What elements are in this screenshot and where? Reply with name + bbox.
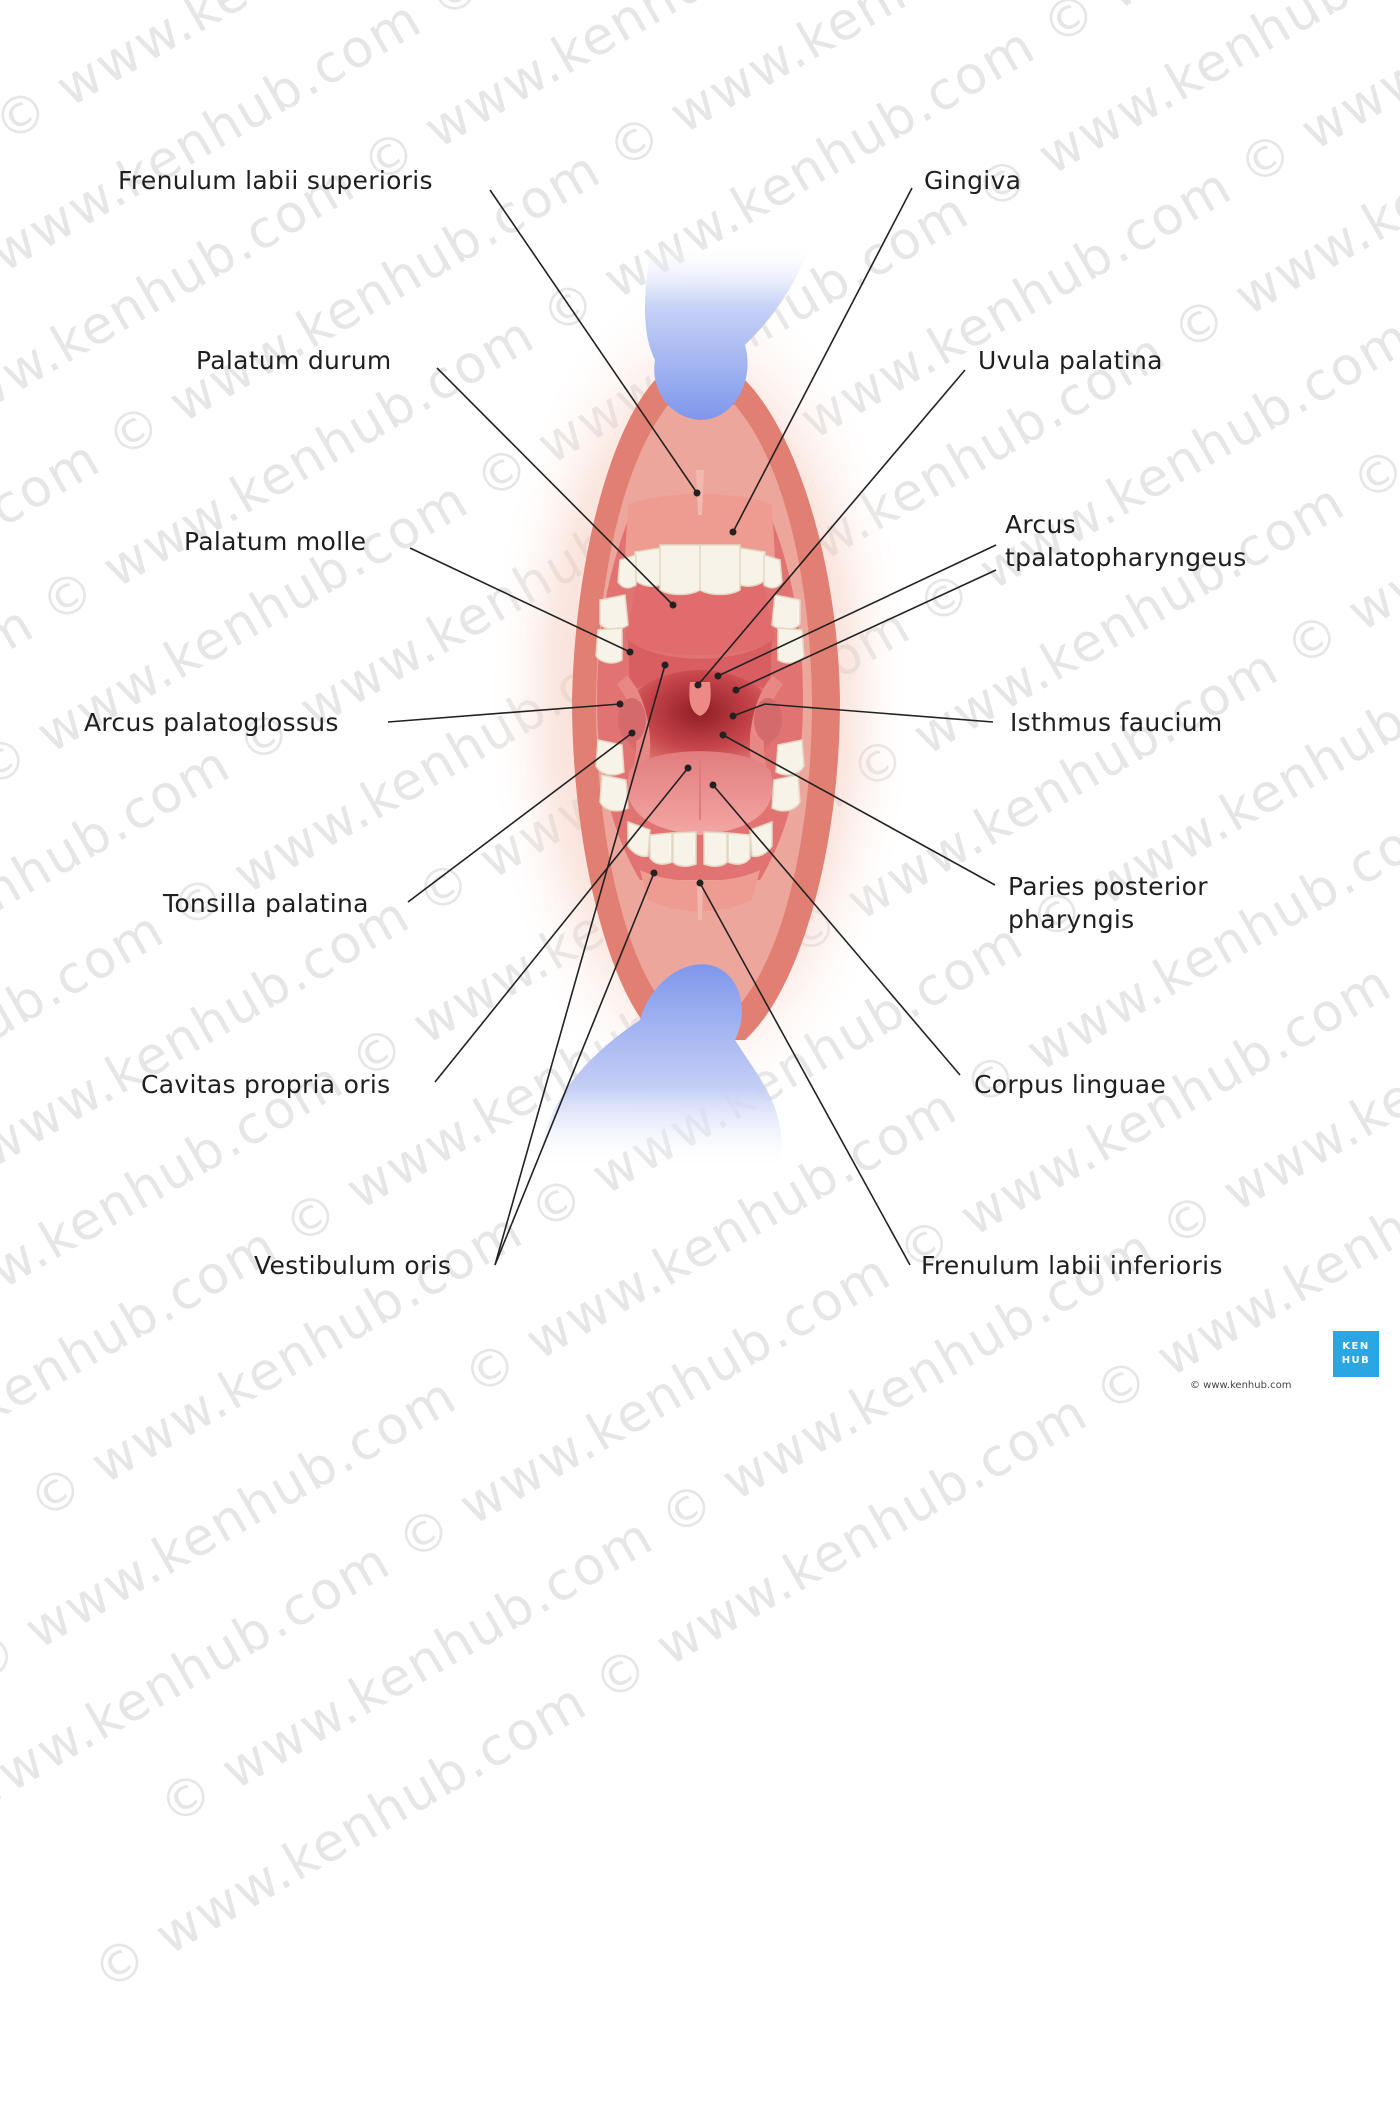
leader-corpus — [712, 784, 961, 1076]
leader-gingiva — [732, 187, 913, 533]
label-gingiva: Gingiva — [924, 166, 1022, 195]
uvula — [689, 682, 711, 716]
copyright-credit: © www.kenhub.com — [1190, 1380, 1292, 1391]
label-palatum-molle: Palatum molle — [184, 527, 367, 556]
leader-arcus-pp-2 — [735, 569, 997, 691]
upper-gingiva — [625, 493, 775, 560]
oral-cavity-illustration — [387, 187, 997, 1266]
label-cavitas-propria-oris: Cavitas propria oris — [141, 1070, 391, 1099]
label-paries-line2: pharyngis — [1008, 905, 1135, 934]
leader-isthmus-1 — [764, 703, 994, 723]
glove-bottom — [540, 964, 782, 1170]
throat — [622, 670, 778, 774]
label-arcus-line2: tpalatopharyngeus — [1005, 543, 1247, 572]
label-isthmus-faucium: Isthmus faucium — [1010, 708, 1223, 737]
label-uvula-palatina: Uvula palatina — [978, 346, 1163, 375]
leader-vestibulum-2 — [494, 872, 655, 1266]
leader-palatum-molle — [409, 547, 631, 653]
tonsil-left — [618, 698, 646, 742]
kenhub-logo: KEN HUB — [1333, 1331, 1379, 1377]
leader-uvula — [697, 369, 966, 686]
label-corpus-linguae: Corpus linguae — [974, 1070, 1167, 1099]
leader-dots — [616, 489, 740, 887]
tonsil-right — [754, 698, 782, 742]
leader-cavitas — [434, 767, 689, 1083]
label-palatum-durum: Palatum durum — [196, 346, 392, 375]
logo-line1: KEN — [1342, 1341, 1370, 1352]
leader-paries — [722, 734, 996, 886]
leader-isthmus-2 — [732, 703, 766, 717]
leader-frenulum-sup — [489, 189, 698, 494]
label-arcus-line1: Arcus — [1005, 510, 1076, 539]
leader-palatum-durum — [436, 367, 674, 606]
leader-vestibulum-1 — [494, 664, 666, 1266]
leader-frenulum-inf — [699, 882, 911, 1266]
label-frenulum-labii-inferioris: Frenulum labii inferioris — [921, 1251, 1223, 1280]
leader-tonsilla — [407, 732, 633, 903]
label-frenulum-labii-superioris: Frenulum labii superioris — [118, 166, 433, 195]
logo-line2: HUB — [1341, 1355, 1371, 1366]
upper-teeth — [595, 544, 805, 664]
label-arcus-palatoglossus: Arcus palatoglossus — [84, 708, 339, 737]
label-vestibulum-oris: Vestibulum oris — [254, 1251, 452, 1280]
glove-top — [645, 240, 810, 420]
leader-arcus-palatoglossus — [387, 703, 621, 723]
leader-arcus-pp-1 — [717, 544, 997, 677]
label-paries-line1: Paries posterior — [1008, 872, 1208, 901]
frenulum-inferior — [697, 880, 703, 920]
lower-teeth — [595, 739, 805, 867]
label-tonsilla-palatina: Tonsilla palatina — [163, 889, 369, 918]
leader-lines — [387, 187, 997, 1266]
